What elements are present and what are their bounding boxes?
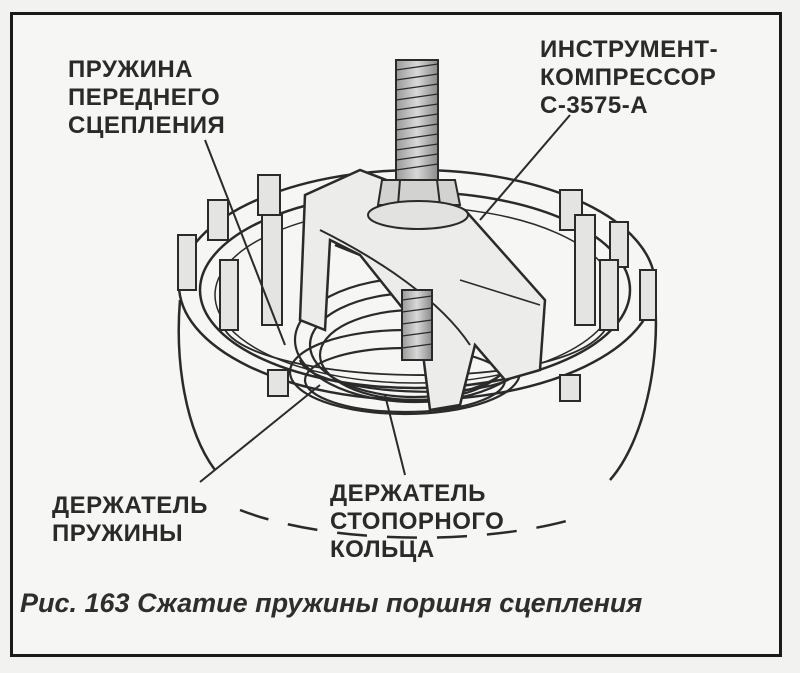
label-spring-retainer: ДЕРЖАТЕЛЬ ПРУЖИНЫ: [52, 492, 208, 547]
figure-caption: Рис. 163 Сжатие пружины поршня сцепления: [20, 588, 643, 618]
leader-front-clutch-spring: [204, 139, 286, 346]
label-front-clutch-spring: ПРУЖИНА ПЕРЕДНЕГО СЦЕПЛЕНИЯ: [68, 56, 226, 139]
leader-lines: [199, 114, 571, 483]
leader-spring-retainer: [199, 384, 321, 483]
label-compressor-tool: ИНСТРУМЕНТ- КОМПРЕССОР С-3575-А: [540, 36, 719, 119]
drum-lugs: [177, 174, 657, 402]
leader-snap-ring-retainer: [384, 394, 406, 476]
label-snap-ring-retainer: ДЕРЖАТЕЛЬ СТОПОРНОГО КОЛЬЦА: [330, 480, 505, 563]
threaded-bolt: [367, 59, 469, 361]
leader-compressor-tool: [479, 114, 571, 221]
